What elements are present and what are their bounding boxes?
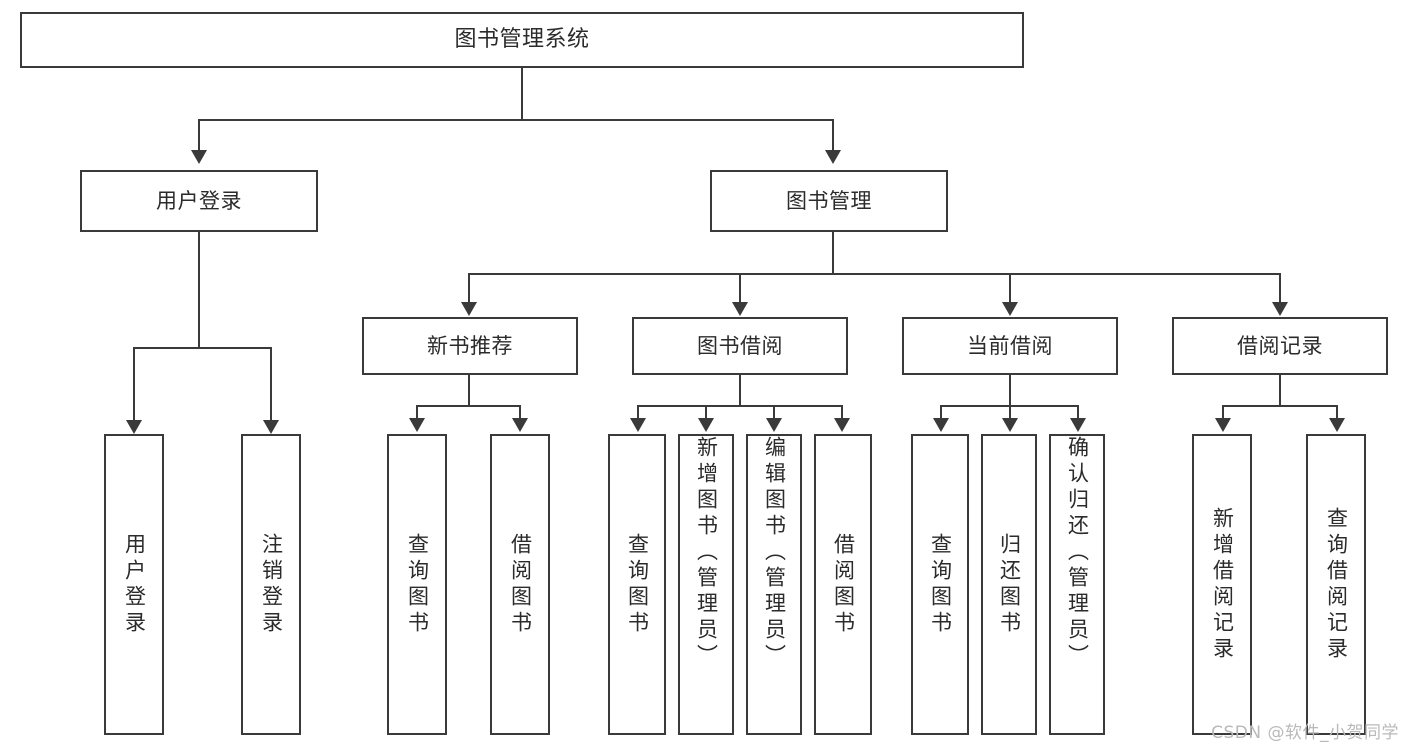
leaf-query-book-2-label: 查询图书 <box>625 532 650 637</box>
connector-book-borrow-leaf4 <box>841 405 843 421</box>
node-root-label: 图书管理系统 <box>454 27 590 53</box>
node-book-manage[interactable]: 图书管理 <box>710 170 948 232</box>
connector-borrow-record-bus <box>1222 405 1338 407</box>
arrow-to-current-borrow <box>1002 302 1018 316</box>
leaf-return-book[interactable]: 归还图书 <box>981 434 1037 735</box>
arrow-book-borrow-leaf2 <box>698 418 714 432</box>
arrow-book-borrow-leaf3 <box>766 418 782 432</box>
connector-borrow-record-leaf2 <box>1336 405 1338 421</box>
leaf-edit-book-admin[interactable]: 编辑图书（管理员） <box>746 434 802 735</box>
node-user-login-label: 用户登录 <box>156 188 242 213</box>
leaf-query-book-1-label: 查询图书 <box>405 532 430 637</box>
connector-new-book-stem <box>468 375 470 406</box>
connector-to-current-borrow <box>1009 273 1011 305</box>
connector-book-borrow-leaf3 <box>773 405 775 421</box>
leaf-user-login[interactable]: 用户登录 <box>104 434 164 735</box>
connector-to-borrow-record <box>1279 273 1281 305</box>
connector-user-login-bus <box>133 347 272 349</box>
leaf-add-book-admin-label: 新增图书（管理员） <box>694 436 719 670</box>
leaf-query-book-2[interactable]: 查询图书 <box>608 434 666 735</box>
node-new-book-recommend[interactable]: 新书推荐 <box>362 317 578 375</box>
node-borrow-record[interactable]: 借阅记录 <box>1172 317 1388 375</box>
node-user-login[interactable]: 用户登录 <box>80 170 318 232</box>
leaf-borrow-book-1[interactable]: 借阅图书 <box>490 434 550 735</box>
leaf-add-borrow-record-label: 新增借阅记录 <box>1210 506 1235 663</box>
leaf-query-book-3[interactable]: 查询图书 <box>911 434 969 735</box>
leaf-user-logout[interactable]: 注销登录 <box>241 434 301 735</box>
arrow-new-book-leaf2 <box>512 418 528 432</box>
connector-new-book-bus <box>416 405 521 407</box>
leaf-query-borrow-record-label: 查询借阅记录 <box>1324 506 1349 663</box>
node-book-manage-label: 图书管理 <box>786 188 872 213</box>
connector-user-login-stem <box>198 232 200 348</box>
connector-user-login-leaf2 <box>270 347 272 423</box>
connector-current-borrow-leaf2 <box>1009 405 1011 421</box>
connector-book-borrow-bus <box>637 405 843 407</box>
connector-current-borrow-leaf3 <box>1077 405 1079 421</box>
connector-root-bus <box>198 119 834 121</box>
arrow-new-book-leaf1 <box>409 418 425 432</box>
node-borrow-record-label: 借阅记录 <box>1237 333 1323 358</box>
arrow-current-borrow-leaf3 <box>1070 418 1086 432</box>
arrow-borrow-record-leaf1 <box>1215 418 1231 432</box>
leaf-borrow-book-2-label: 借阅图书 <box>831 532 856 637</box>
connector-book-borrow-leaf2 <box>705 405 707 421</box>
node-new-book-recommend-label: 新书推荐 <box>427 333 513 358</box>
connector-to-new-book <box>468 273 470 305</box>
arrow-user-login-leaf1 <box>126 420 142 434</box>
leaf-confirm-return-admin-label: 确认归还（管理员） <box>1065 436 1090 670</box>
leaf-edit-book-admin-label: 编辑图书（管理员） <box>762 436 787 670</box>
connector-borrow-record-stem <box>1279 375 1281 406</box>
connector-user-login-leaf1 <box>133 347 135 423</box>
leaf-borrow-book-2[interactable]: 借阅图书 <box>814 434 872 735</box>
arrow-borrow-record-leaf2 <box>1329 418 1345 432</box>
leaf-add-book-admin[interactable]: 新增图书（管理员） <box>678 434 734 735</box>
leaf-query-book-3-label: 查询图书 <box>928 532 953 637</box>
leaf-user-logout-label: 注销登录 <box>259 532 284 637</box>
arrow-to-book-manage <box>825 150 841 164</box>
arrow-current-borrow-leaf1 <box>933 418 949 432</box>
connector-borrow-record-leaf1 <box>1222 405 1224 421</box>
node-root[interactable]: 图书管理系统 <box>20 12 1024 68</box>
arrow-user-login-leaf2 <box>263 420 279 434</box>
csdn-watermark: CSDN @软件_小贺同学 <box>1211 723 1399 743</box>
node-current-borrow[interactable]: 当前借阅 <box>902 317 1118 375</box>
arrow-to-user-login <box>191 150 207 164</box>
connector-to-user-login <box>198 119 200 153</box>
node-book-borrow-label: 图书借阅 <box>697 333 783 358</box>
arrow-book-borrow-leaf4 <box>834 418 850 432</box>
leaf-query-borrow-record[interactable]: 查询借阅记录 <box>1306 434 1366 735</box>
connector-to-book-borrow <box>739 273 741 305</box>
connector-current-borrow-leaf1 <box>940 405 942 421</box>
connector-new-book-leaf2 <box>519 405 521 421</box>
connector-new-book-leaf1 <box>416 405 418 421</box>
leaf-borrow-book-1-label: 借阅图书 <box>508 532 533 637</box>
arrow-current-borrow-leaf2 <box>1002 418 1018 432</box>
connector-book-borrow-leaf1 <box>637 405 639 421</box>
node-book-borrow[interactable]: 图书借阅 <box>632 317 848 375</box>
leaf-query-book-1[interactable]: 查询图书 <box>387 434 447 735</box>
arrow-to-book-borrow <box>732 302 748 316</box>
leaf-add-borrow-record[interactable]: 新增借阅记录 <box>1192 434 1252 735</box>
connector-current-borrow-stem <box>1009 375 1011 406</box>
arrow-to-new-book <box>461 302 477 316</box>
arrow-book-borrow-leaf1 <box>630 418 646 432</box>
connector-to-book-manage <box>832 119 834 153</box>
connector-book-borrow-stem <box>739 375 741 406</box>
connector-book-manage-stem <box>832 232 834 274</box>
leaf-confirm-return-admin[interactable]: 确认归还（管理员） <box>1049 434 1105 735</box>
leaf-return-book-label: 归还图书 <box>997 532 1022 637</box>
connector-root-stem <box>521 68 523 120</box>
arrow-to-borrow-record <box>1272 302 1288 316</box>
node-current-borrow-label: 当前借阅 <box>967 333 1053 358</box>
connector-book-manage-bus <box>468 273 1280 275</box>
leaf-user-login-label: 用户登录 <box>122 532 147 637</box>
